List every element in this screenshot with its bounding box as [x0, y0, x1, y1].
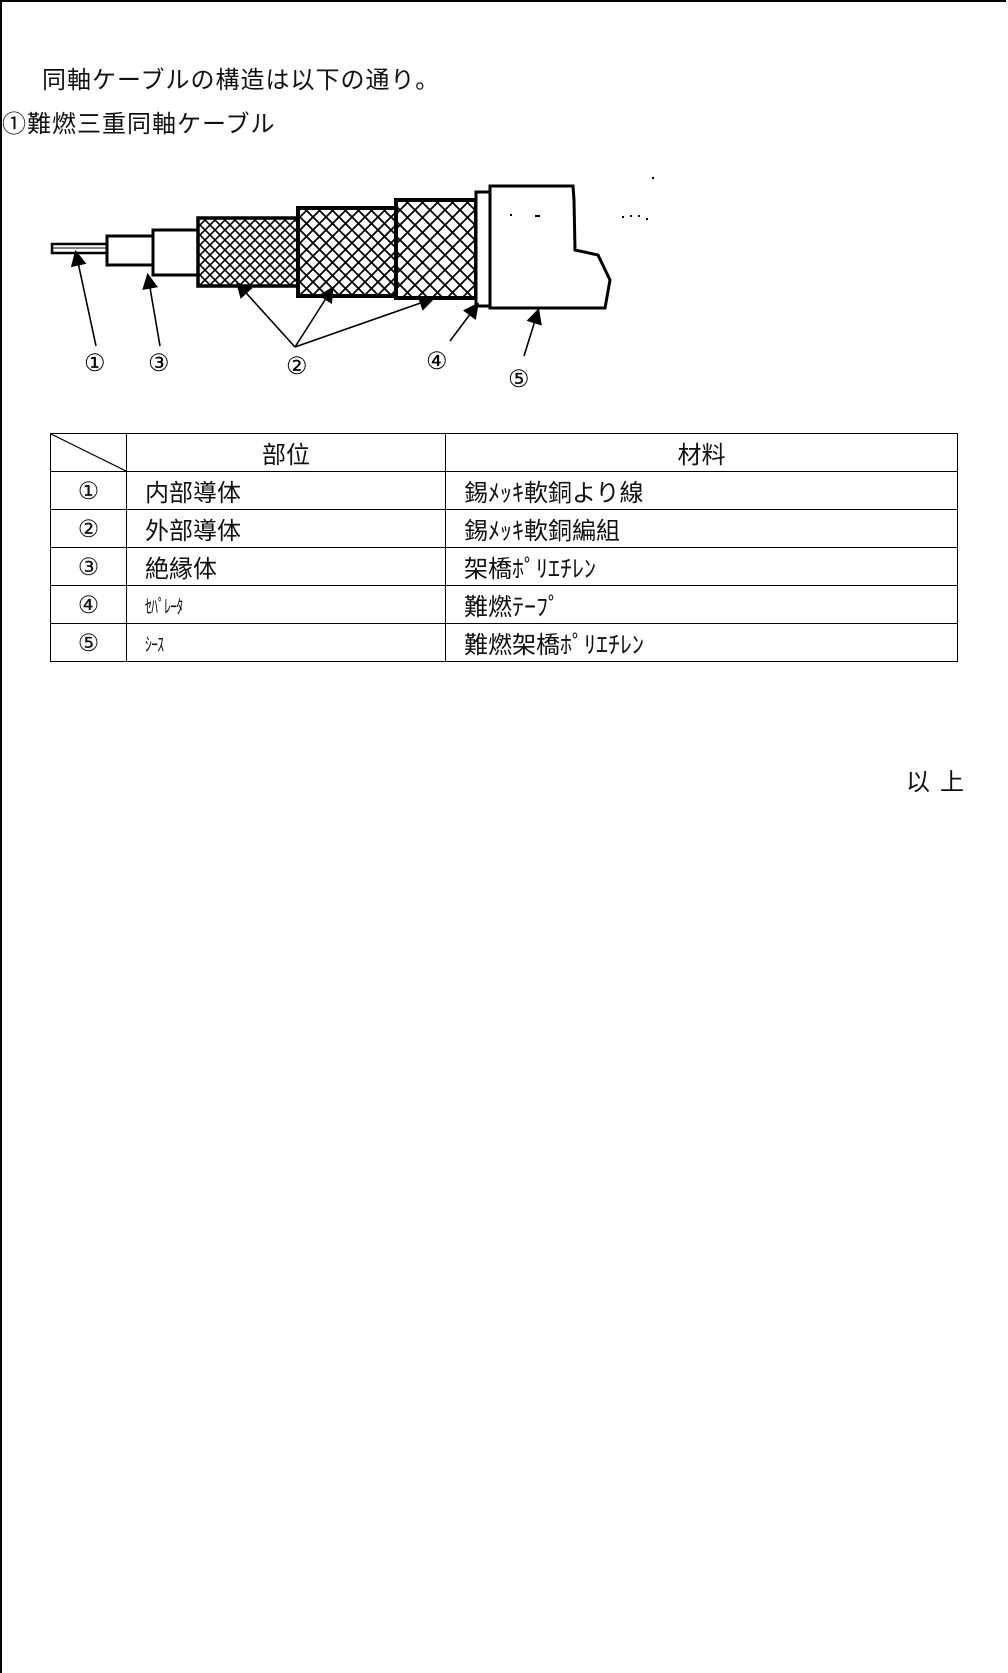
callout-arrow-1: [70, 249, 97, 347]
parts-table: 部位 材料 ① 内部導体 錫ﾒｯｷ軟銅より線 ② 外部導体 錫ﾒｯｷ軟銅編組 ③…: [50, 433, 958, 662]
insulator-outer-shape: [151, 228, 200, 277]
callout-arrow-3: [142, 272, 161, 347]
callout-label-1: ①: [84, 349, 106, 377]
outer-conductor-braid-2: [296, 206, 398, 298]
row-part: ｾﾊﾟﾚｰﾀ: [126, 585, 446, 624]
row-material: 難燃架橋ﾎﾟﾘｴﾁﾚﾝ: [445, 623, 958, 662]
callout-arrow-2a: [235, 281, 296, 348]
table-row: ① 内部導体 錫ﾒｯｷ軟銅より線: [50, 471, 958, 510]
table-row: ⑤ ｼｰｽ 難燃架橋ﾎﾟﾘｴﾁﾚﾝ: [50, 623, 958, 662]
row-material: 架橋ﾎﾟﾘｴﾁﾚﾝ: [445, 547, 958, 586]
header-corner-cell: [50, 433, 127, 472]
callout-arrow-2c: [294, 295, 436, 348]
table-header-row: 部位 材料: [50, 433, 958, 472]
separator-shape: [474, 190, 492, 308]
outer-conductor-braid-1: [196, 216, 300, 288]
table-row: ④ ｾﾊﾟﾚｰﾀ 難燃ﾃｰﾌﾟ: [50, 585, 958, 624]
row-part-text: ｾﾊﾟﾚｰﾀ: [145, 595, 183, 618]
row-material-text: 錫ﾒｯｷ軟銅編組: [464, 517, 620, 545]
insulator-shape: [105, 234, 155, 267]
callout-arrow-5: [523, 307, 542, 357]
header-part: 部位: [126, 433, 446, 472]
row-material-text: 架橋ﾎﾟﾘｴﾁﾚﾝ: [464, 555, 596, 583]
outer-conductor-braid-3: [394, 198, 478, 300]
row-part-text: ｼｰｽ: [145, 633, 164, 656]
row-number: ③: [50, 547, 127, 586]
row-part: 外部導体: [126, 509, 446, 548]
header-material: 材料: [445, 433, 958, 472]
diagonal-line: [51, 434, 126, 471]
callout-label-2: ②: [286, 352, 308, 380]
callout-label-5: ⑤: [508, 365, 530, 393]
inner-conductor-shape: [50, 242, 109, 255]
sheath-shape: [488, 184, 612, 310]
closing-mark: 以上: [906, 768, 974, 796]
row-material-text: 錫ﾒｯｷ軟銅より線: [464, 479, 644, 507]
row-number: ②: [50, 509, 127, 548]
row-material-text: 難燃架橋ﾎﾟﾘｴﾁﾚﾝ: [464, 631, 644, 659]
cable-structure-figure: ① ③ ② ④ ⑤: [40, 165, 720, 405]
row-material: 錫ﾒｯｷ軟銅編組: [445, 509, 958, 548]
callout-arrow-2b: [294, 286, 334, 348]
row-part: ｼｰｽ: [126, 623, 446, 662]
callout-label-4: ④: [426, 347, 448, 375]
row-material-text: 難燃ﾃｰﾌﾟ: [464, 593, 560, 621]
row-material: 難燃ﾃｰﾌﾟ: [445, 585, 958, 624]
table-row: ② 外部導体 錫ﾒｯｷ軟銅編組: [50, 509, 958, 548]
row-part: 内部導体: [126, 471, 446, 510]
row-part: 絶縁体: [126, 547, 446, 586]
row-number: ①: [50, 471, 127, 510]
coaxial-cable-drawing: ① ③ ② ④ ⑤: [50, 177, 654, 393]
table-row: ③ 絶縁体 架橋ﾎﾟﾘｴﾁﾚﾝ: [50, 547, 958, 586]
speckle-dots: [510, 177, 654, 220]
row-number: ④: [50, 585, 127, 624]
row-material: 錫ﾒｯｷ軟銅より線: [445, 471, 958, 510]
callout-arrow-4: [449, 302, 479, 342]
intro-text: 同軸ケーブルの構造は以下の通り。: [42, 66, 441, 94]
callout-label-3: ③: [148, 349, 170, 377]
row-number: ⑤: [50, 623, 127, 662]
section-heading: ①難燃三重同軸ケーブル: [2, 110, 276, 138]
